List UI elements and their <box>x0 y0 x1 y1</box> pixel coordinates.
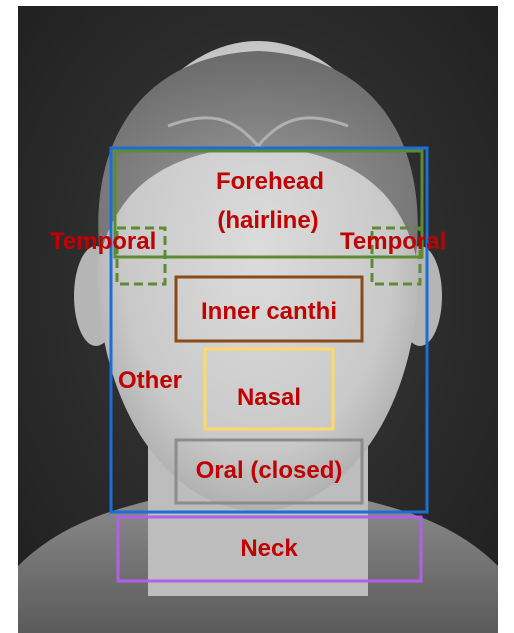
label-nasal: Nasal <box>237 384 301 411</box>
label-neck: Neck <box>240 535 298 562</box>
label-temporal-left: Temporal <box>50 228 156 255</box>
label-other: Other <box>118 367 182 394</box>
label-oral: Oral (closed) <box>196 457 343 484</box>
label-temporal-right: Temporal <box>340 228 446 255</box>
label-forehead: Forehead <box>216 168 324 195</box>
label-hairline: (hairline) <box>217 207 318 234</box>
thermal-face-roi-figure: Forehead (hairline) Temporal Temporal In… <box>18 6 498 633</box>
label-inner-canthi: Inner canthi <box>201 298 337 325</box>
